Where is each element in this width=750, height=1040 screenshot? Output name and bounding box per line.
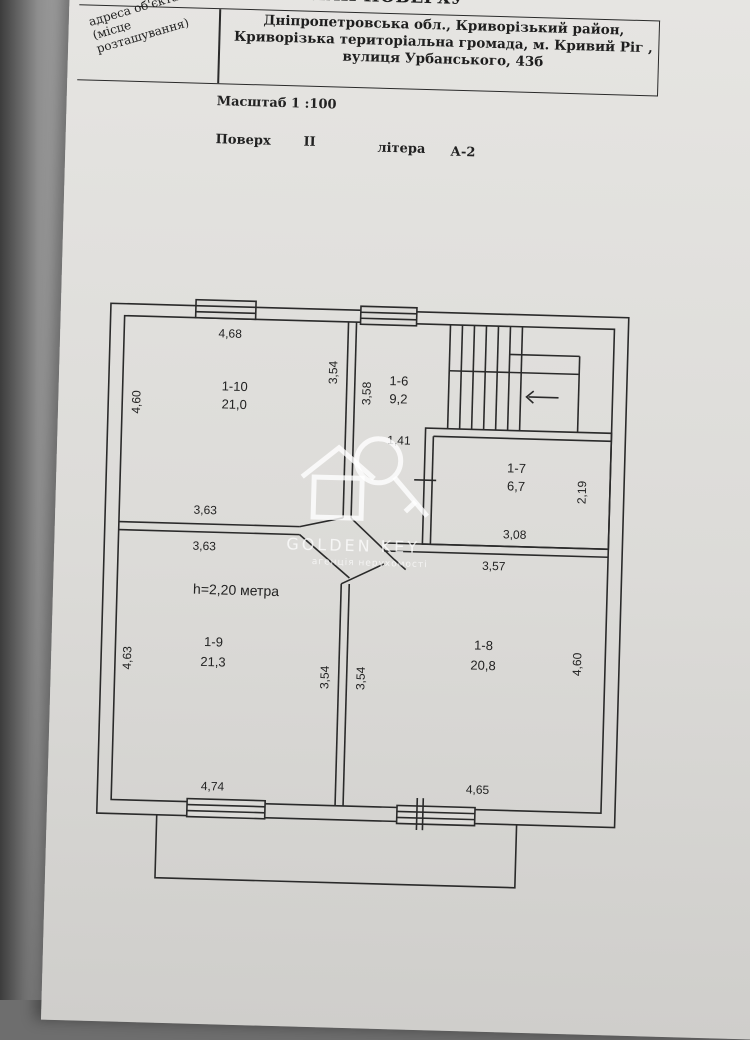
key-logo-icon (300, 436, 430, 521)
room-1-7-walls (421, 427, 613, 551)
watermark-brand: GOLDEN KEY (286, 534, 421, 557)
room-area: 6,7 (507, 478, 525, 493)
room-area: 20,8 (470, 657, 496, 673)
room-area: 9,2 (389, 391, 407, 406)
balcony (154, 814, 518, 889)
window (395, 804, 476, 827)
dimension-label: 3,57 (482, 559, 506, 574)
dimension-label: 3,54 (353, 666, 368, 690)
room-number: 1-10 (222, 378, 248, 394)
room-number: 1-8 (474, 638, 493, 654)
dimension-label: 2,19 (575, 480, 590, 504)
room-area: 21,0 (221, 396, 247, 412)
staircase (446, 324, 581, 433)
window (194, 298, 257, 321)
dimension-label: 3,63 (192, 539, 216, 554)
dimension-label: 4,68 (218, 326, 242, 341)
room-number: 1-9 (204, 634, 223, 650)
window (185, 797, 266, 820)
dimension-label: 4,65 (466, 782, 490, 797)
dimension-label: 3,54 (326, 360, 341, 384)
document-sheet: ПЛАН ПОВЕРХУ адреса об'єкта (місце розта… (40, 0, 750, 1040)
height-note: h=2,20 метра (193, 581, 280, 599)
floor-plan: 1-10 21,0 1-6 9,2 1-7 6,7 1-9 21,3 1-8 2… (95, 298, 630, 889)
window (359, 305, 418, 327)
room-number: 1-7 (507, 460, 526, 476)
room-number: 1-6 (389, 373, 408, 389)
dimension-label: 3,08 (503, 527, 527, 542)
dimension-label: 4,74 (201, 779, 225, 794)
dimension-label: 3,58 (359, 381, 374, 405)
dimension-label: 3,54 (317, 665, 332, 689)
dimension-label: 4,60 (129, 390, 144, 414)
dimension-label: 3,63 (193, 503, 217, 518)
room-area: 21,3 (200, 654, 226, 670)
dimension-label: 4,63 (120, 646, 135, 670)
dimension-label: 4,60 (570, 652, 585, 676)
